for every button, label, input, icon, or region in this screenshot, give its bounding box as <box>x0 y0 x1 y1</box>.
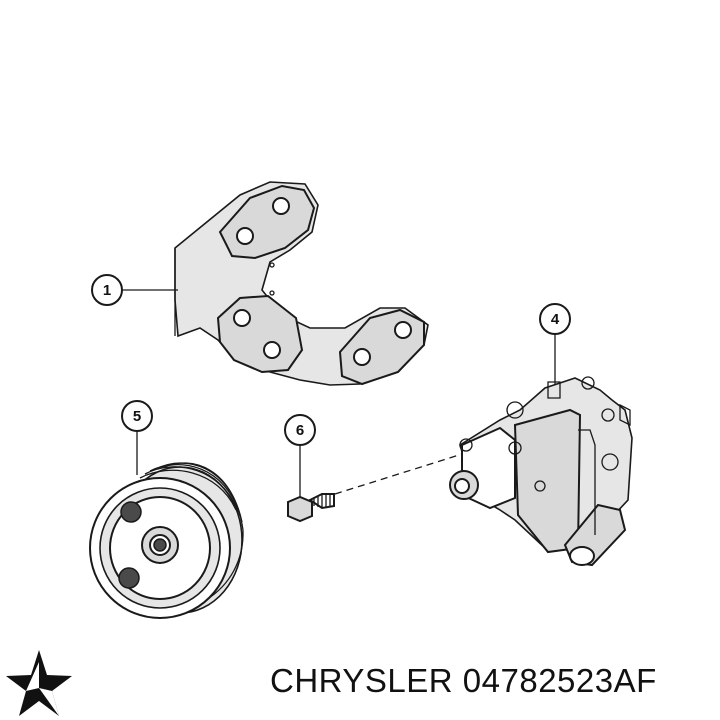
callout-4-label: 4 <box>551 311 560 328</box>
callout-6: 6 <box>284 414 316 497</box>
power-steering-pump <box>449 376 633 567</box>
caption-text: CHRYSLER 04782523AF <box>270 662 657 699</box>
callout-1: 1 <box>91 274 178 306</box>
callout-5: 5 <box>121 400 153 475</box>
callout-1-label: 1 <box>103 282 111 299</box>
pentastar-logo-icon <box>6 650 72 716</box>
callout-5-label: 5 <box>133 408 141 425</box>
pulley <box>89 462 244 619</box>
bolt <box>287 449 476 523</box>
mounting-bracket <box>174 181 429 386</box>
callout-4: 4 <box>539 303 571 385</box>
part-caption: CHRYSLER 04782523AF <box>270 662 715 712</box>
callout-6-label: 6 <box>296 422 304 439</box>
